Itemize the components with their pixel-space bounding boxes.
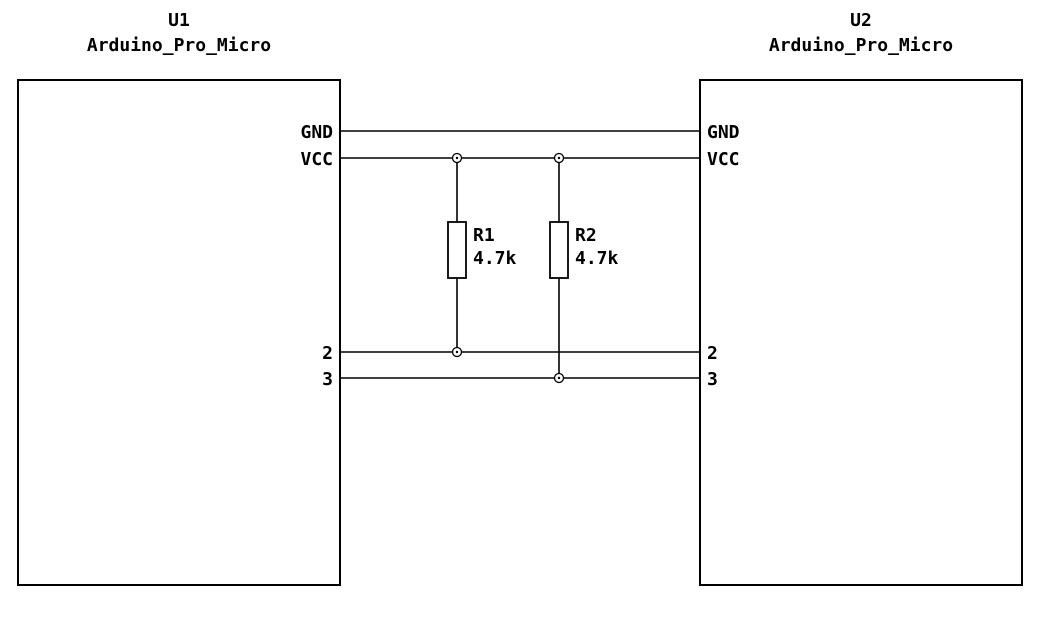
u2-pin-3-label: 3 [707,369,718,390]
u2-pin-vcc-label: VCC [707,149,740,170]
u2-pin-gnd-label: GND [707,122,740,143]
junction-r1-vcc [451,152,463,164]
u1-ref-label: U1 [168,10,190,31]
component-r1: R1 4.7k [447,158,517,352]
junctions [451,152,565,384]
u2-value-label: Arduino_Pro_Micro [769,35,953,56]
wires [340,130,700,379]
r1-value-label: 4.7k [473,248,517,269]
r2-value-label: 4.7k [575,248,619,269]
u2-pin-2-label: 2 [707,343,718,364]
component-u2: U2 Arduino_Pro_Micro GND VCC 2 3 [699,10,1023,586]
u1-value-label: Arduino_Pro_Micro [87,35,271,56]
r1-body [447,221,467,279]
r1-ref-label: R1 [473,225,495,246]
junction-r2-vcc [553,152,565,164]
component-u1: U1 Arduino_Pro_Micro GND VCC 2 3 [17,10,341,586]
r2-ref-label: R2 [575,225,597,246]
u1-body [17,79,341,586]
u1-pin-vcc-label: VCC [300,149,333,170]
u1-pin-2-label: 2 [322,343,333,364]
r2-body [549,221,569,279]
junction-r2-net3 [553,372,565,384]
u2-ref-label: U2 [850,10,872,31]
junction-r1-net2 [451,346,463,358]
component-r2: R2 4.7k [549,158,619,378]
u1-pin-gnd-label: GND [300,122,333,143]
u2-body [699,79,1023,586]
u1-pin-3-label: 3 [322,369,333,390]
